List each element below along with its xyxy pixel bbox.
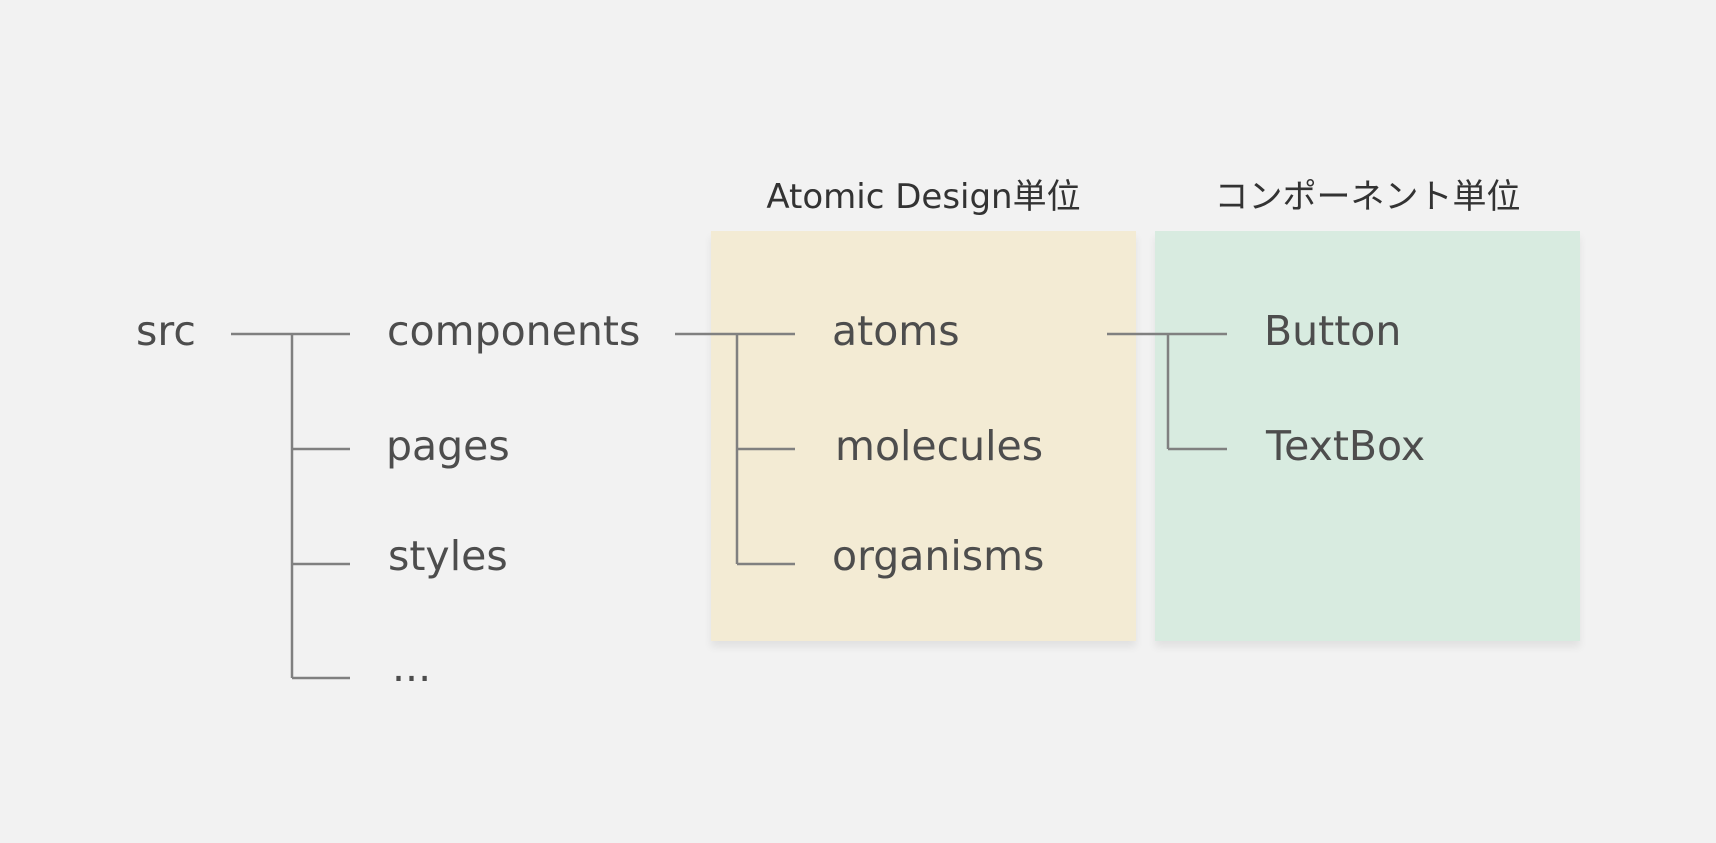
atomic-design-heading: Atomic Design単位 [766, 177, 1081, 217]
node-button: Button [1264, 307, 1402, 355]
node-pages: pages [386, 422, 510, 470]
node-molecules: molecules [835, 422, 1044, 470]
node-atoms: atoms [832, 307, 960, 355]
component-heading: コンポーネント単位 [1214, 177, 1521, 217]
node-styles: styles [388, 532, 508, 580]
node-organisms: organisms [832, 532, 1045, 580]
node-more: ... [392, 643, 432, 691]
component-panel [1155, 231, 1580, 641]
atomic-design-panel [711, 231, 1136, 641]
node-components: components [387, 307, 641, 355]
node-src: src [136, 307, 196, 355]
node-textbox: TextBox [1266, 422, 1426, 470]
